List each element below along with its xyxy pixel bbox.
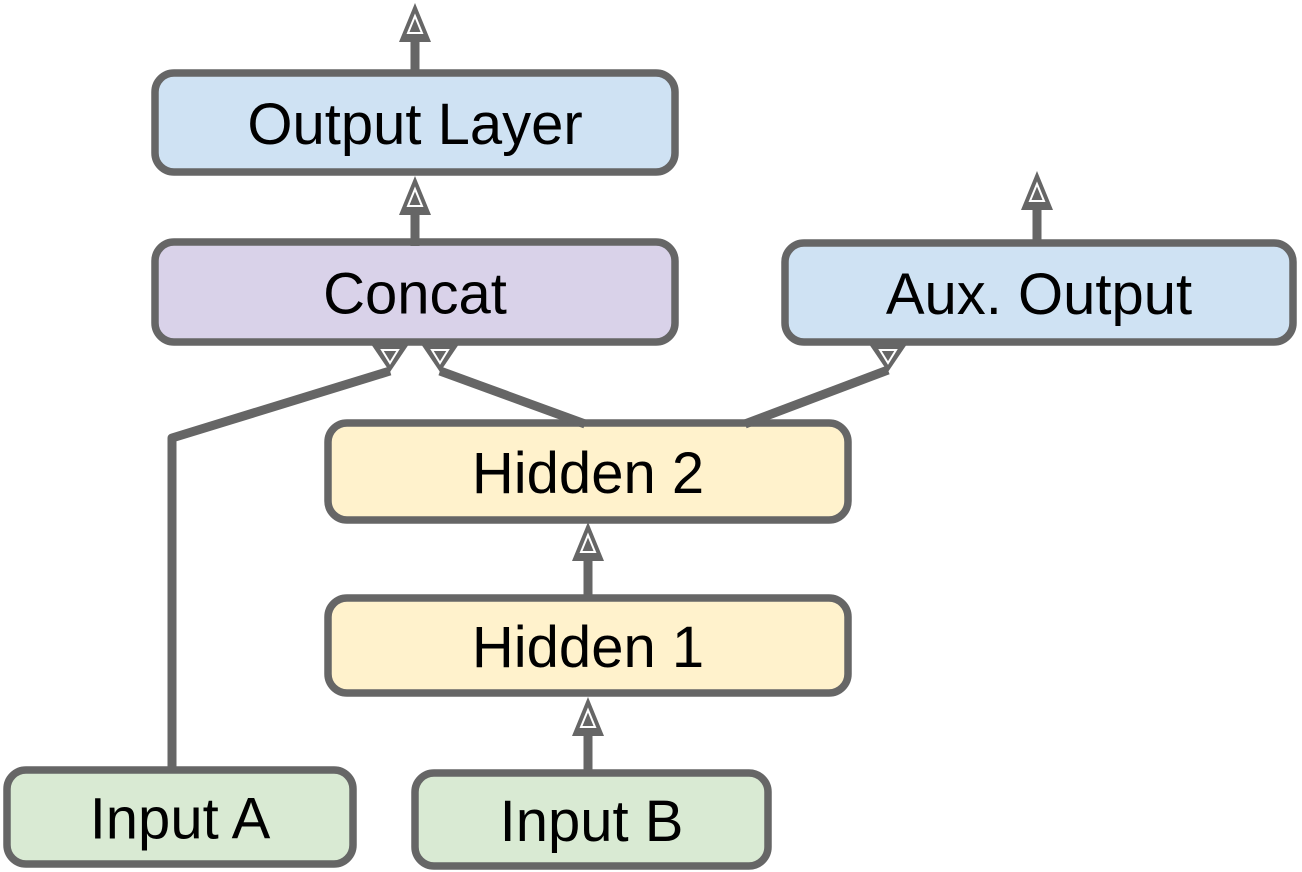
arrowhead-up <box>572 697 604 736</box>
node-output-layer: Output Layer <box>151 69 679 176</box>
input-b-label: Input B <box>500 789 684 854</box>
arrowhead-inner-triangle <box>579 532 597 553</box>
arrowhead-inner-triangle <box>406 13 424 34</box>
edge-concat-to-output-layer <box>399 176 431 246</box>
edge-line <box>167 366 392 773</box>
arrowhead-down <box>869 344 907 372</box>
input-a-label: Input A <box>90 787 271 852</box>
arrowhead-up <box>399 3 431 42</box>
edge-aux-output-to-offscreen-top <box>1021 171 1053 246</box>
arrowhead-inner-triangle <box>579 707 597 728</box>
arrowhead-up <box>1021 171 1053 210</box>
node-hidden-1: Hidden 1 <box>324 594 852 697</box>
arrowhead-up <box>572 522 604 561</box>
node-concat: Concat <box>151 238 679 346</box>
edge-line <box>438 366 587 429</box>
output-layer-label: Output Layer <box>247 92 582 157</box>
node-input-b: Input B <box>411 769 772 870</box>
edge-output-layer-to-offscreen-top <box>399 3 431 76</box>
node-input-a: Input A <box>3 766 357 868</box>
arrowhead-inner-triangle <box>878 349 898 365</box>
input-a-box <box>3 766 357 868</box>
aux-output-label: Aux. Output <box>886 262 1192 327</box>
hidden-2-box <box>324 419 852 524</box>
edge-hidden-2-to-concat <box>421 344 587 429</box>
edge-input-a-to-concat <box>167 344 409 773</box>
edge-line <box>743 365 890 429</box>
arrowhead-down <box>371 344 409 372</box>
edge-hidden-2-to-aux-output <box>743 344 907 429</box>
arrowhead-inner-triangle <box>380 349 400 365</box>
node-hidden-2: Hidden 2 <box>324 419 852 524</box>
arrowhead-inner-triangle <box>1028 181 1046 202</box>
arrowhead-down <box>421 344 459 372</box>
edge-hidden-1-to-hidden-2 <box>572 522 604 600</box>
arrowhead-up <box>399 176 431 215</box>
edge-input-b-to-hidden-1 <box>572 697 604 776</box>
concat-label: Concat <box>323 262 507 327</box>
edge-layer <box>167 3 1053 776</box>
hidden-2-label: Hidden 2 <box>472 441 704 506</box>
node-aux-output: Aux. Output <box>781 239 1297 346</box>
arrowhead-inner-triangle <box>406 186 424 207</box>
arrowhead-inner-triangle <box>430 349 450 365</box>
hidden-1-label: Hidden 1 <box>472 615 704 680</box>
